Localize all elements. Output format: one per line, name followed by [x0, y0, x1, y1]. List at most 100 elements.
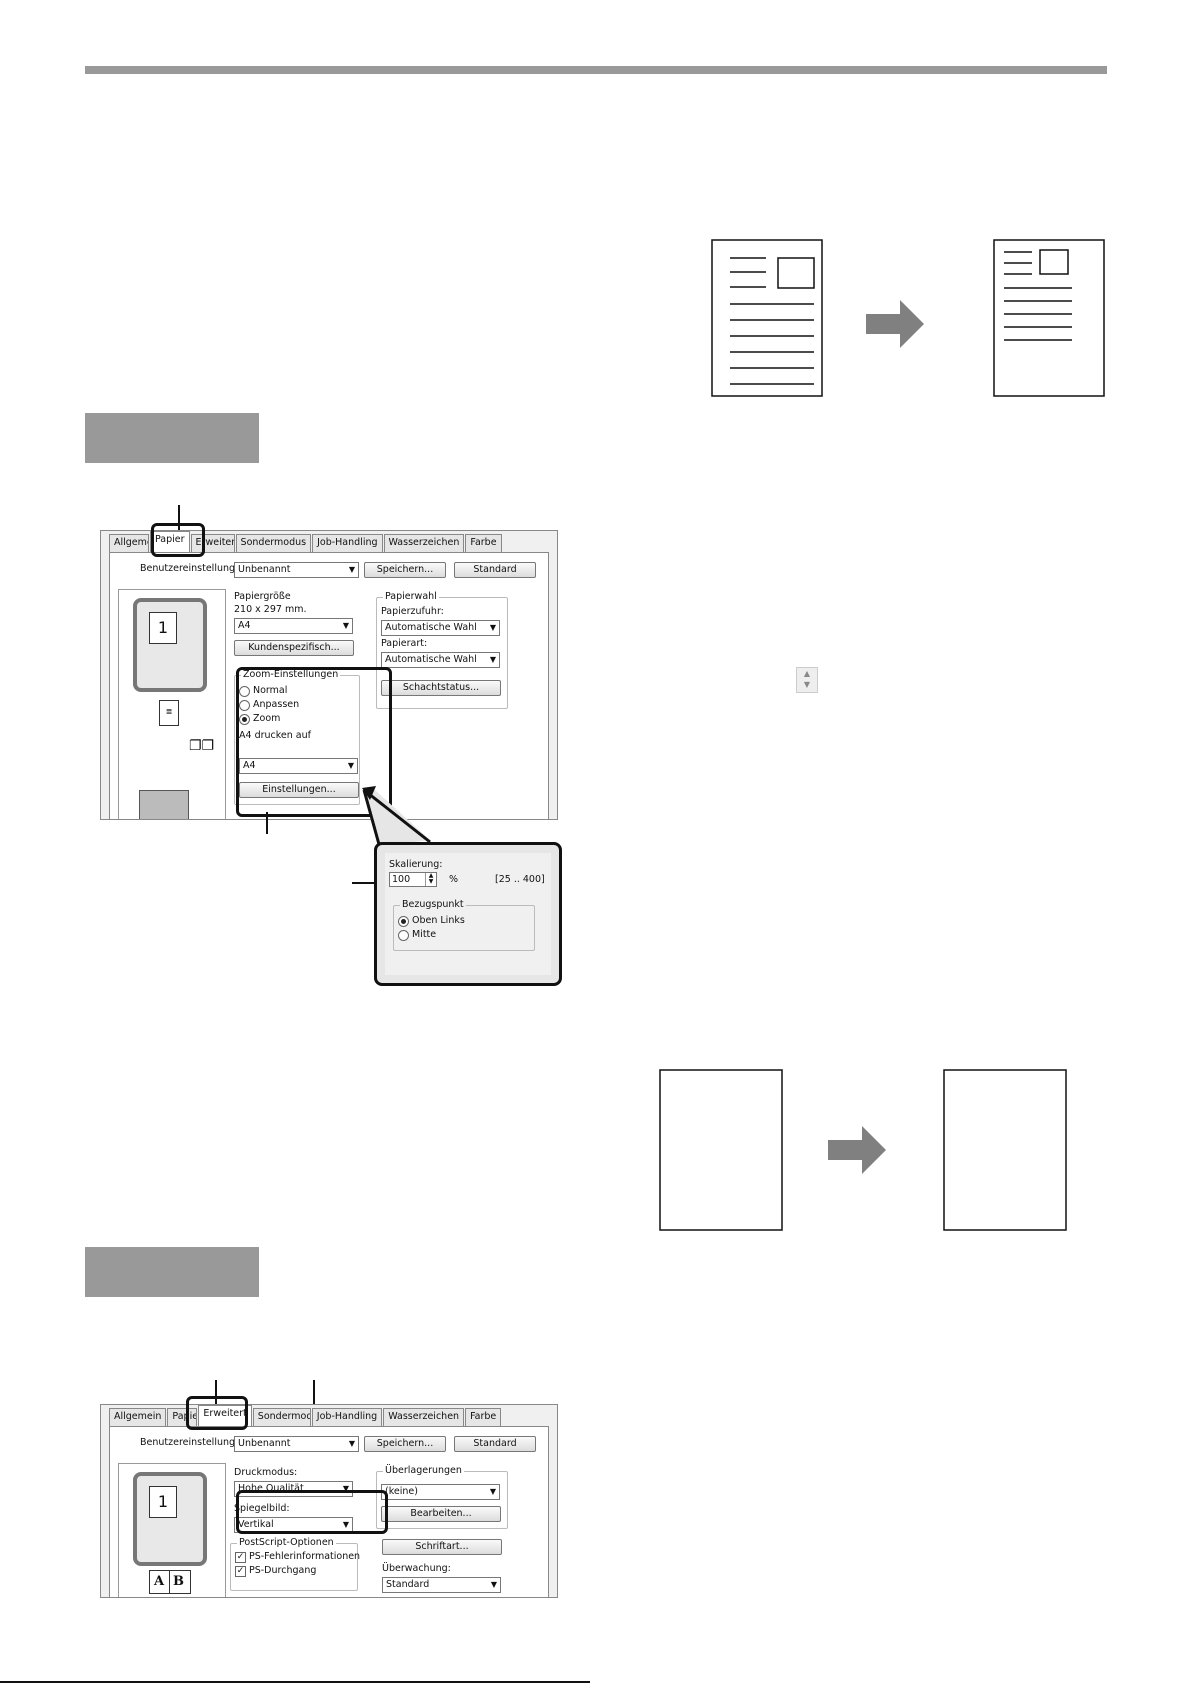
radio-oben-links-label: Oben Links [412, 915, 465, 926]
top-rule [85, 66, 1107, 74]
page-number: 1 [149, 612, 177, 644]
mirror-illustration [659, 1069, 1067, 1231]
standard-button[interactable]: Standard [454, 562, 536, 578]
tab-papier[interactable]: Papier [167, 1408, 198, 1427]
monitor-label: Überwachung: [382, 1563, 451, 1574]
tab-sondermodus[interactable]: Sondermodus [235, 534, 312, 553]
highlight-mirror-select [236, 1490, 388, 1534]
page-preview: 1 [133, 1472, 207, 1566]
spin-button-icon[interactable]: ▲▼ [425, 873, 436, 886]
preview-area: 1 A B [118, 1463, 226, 1597]
leader-line [352, 882, 376, 884]
scale-unit: % [449, 874, 459, 885]
postscript-options-label: PostScript-Optionen [237, 1537, 336, 1548]
chevron-down-icon: ▼ [348, 1439, 355, 1448]
chevron-down-icon: ▼ [342, 1484, 349, 1493]
tab-erweitert[interactable]: Erweitert [190, 534, 235, 553]
paper-size-label: Papiergröße [234, 591, 291, 602]
paper-dimensions: 210 x 297 mm. [234, 604, 307, 615]
overlay-group: Überlagerungen (keine)▼ Bearbeiten... [376, 1465, 508, 1529]
tab-allgemein[interactable]: Allgemein [109, 1408, 167, 1427]
standard-button[interactable]: Standard [454, 1436, 536, 1452]
paper-select-label: Papierwahl [383, 591, 439, 602]
right-arrow-icon [866, 300, 924, 348]
highlight-erweitert-tab [186, 1396, 248, 1430]
chevron-down-icon: ▼ [347, 761, 354, 770]
print-mode-select[interactable]: Hohe Qualität▼ [234, 1481, 353, 1497]
tab-panel: Benutzereinstellungen: Unbenannt▼ Speich… [109, 552, 549, 819]
chevron-down-icon: ▼ [342, 621, 349, 630]
chevron-down-icon: ▼ [489, 623, 496, 632]
paper-type-select[interactable]: Automatische Wahl▼ [381, 652, 500, 668]
right-arrow-icon [828, 1126, 886, 1174]
tab-farbe[interactable]: Farbe [465, 1408, 502, 1427]
tab-erweitert[interactable]: Erweitert [198, 1405, 252, 1427]
tab-sondermodus[interactable]: Sondermodus [252, 1408, 311, 1427]
settings-select[interactable]: Unbenannt▼ [234, 562, 359, 578]
printer-icon [139, 790, 189, 819]
ps-passthrough-checkbox[interactable]: ✓ [235, 1566, 246, 1577]
chevron-down-icon: ▼ [490, 1580, 497, 1589]
tray-status-button[interactable]: Schachtstatus... [381, 680, 501, 696]
chevron-down-icon: ▼ [342, 1520, 349, 1529]
font-button[interactable]: Schriftart... [382, 1539, 502, 1555]
radio-zoom[interactable] [239, 714, 250, 725]
save-button[interactable]: Speichern... [364, 562, 446, 578]
custom-size-button[interactable]: Kundenspezifisch... [234, 640, 354, 656]
tab-strip: Allgemein Papier Erweitert Sondermodus J… [109, 1405, 502, 1427]
reduced-page-icon [993, 239, 1105, 397]
tab-wasserzeichen[interactable]: Wasserzeichen [383, 1408, 465, 1427]
tab-wasserzeichen[interactable]: Wasserzeichen [383, 534, 465, 553]
zoom-illustration [711, 239, 1105, 397]
reference-point-group: Bezugspunkt Oben Links Mitte [393, 899, 535, 951]
callout-inner: Skalierung: 100▲▼ % [25 .. 400] Bezugspu… [385, 853, 551, 975]
radio-anpassen[interactable] [239, 700, 250, 711]
reference-point-label: Bezugspunkt [400, 899, 466, 910]
radio-anpassen-label: Anpassen [253, 699, 300, 710]
radio-normal[interactable] [239, 686, 250, 697]
settings-label: Benutzereinstellungen: [140, 1437, 251, 1448]
tab-farbe[interactable]: Farbe [465, 534, 502, 553]
step-box-2 [85, 1247, 259, 1297]
ps-error-checkbox[interactable]: ✓ [235, 1552, 246, 1563]
paper-tab-dialog: Allgemein Papier Erweitert Sondermodus J… [100, 530, 558, 820]
scale-input[interactable]: 100▲▼ [389, 872, 437, 887]
radio-normal-label: Normal [253, 685, 288, 696]
scale-label: Skalierung: [389, 859, 443, 870]
mirror-preview-icon: A B [149, 1570, 191, 1594]
original-page-icon [659, 1069, 783, 1231]
mirror-label: Spiegelbild: [234, 1503, 290, 1514]
edit-button[interactable]: Bearbeiten... [381, 1506, 501, 1522]
radio-zoom-label: Zoom [253, 713, 281, 724]
radio-mitte[interactable] [398, 930, 409, 941]
paper-size-select[interactable]: A4▼ [234, 618, 353, 634]
leader-line [178, 505, 180, 531]
overlay-select[interactable]: (keine)▼ [381, 1484, 500, 1500]
tab-job-handling[interactable]: Job-Handling [311, 1408, 383, 1427]
radio-oben-links[interactable] [398, 916, 409, 927]
chevron-down-icon: ▼ [489, 1487, 496, 1496]
print-on-select[interactable]: A4▼ [239, 758, 358, 774]
tab-papier[interactable]: Papier [150, 531, 190, 553]
tab-strip: Allgemein Papier Erweitert Sondermodus J… [109, 531, 503, 553]
copies-icon: ❐❐ [189, 738, 215, 754]
zoom-settings-button[interactable]: Einstellungen... [239, 782, 359, 798]
ps-passthrough-label: PS-Durchgang [249, 1565, 317, 1576]
advanced-tab-dialog: Allgemein Papier Erweitert Sondermodus J… [100, 1404, 558, 1598]
tab-job-handling[interactable]: Job-Handling [312, 534, 383, 553]
leader-line [215, 1380, 217, 1404]
letter-a: A [154, 1574, 165, 1589]
chevron-down-icon: ▼ [489, 655, 496, 664]
radio-mitte-label: Mitte [412, 929, 437, 940]
settings-select[interactable]: Unbenannt▼ [234, 1436, 359, 1452]
zoom-settings-label: Zoom-Einstellungen [241, 669, 341, 680]
monitor-select[interactable]: Standard▼ [382, 1577, 501, 1593]
save-button[interactable]: Speichern... [364, 1436, 446, 1452]
page-number: 1 [149, 1486, 177, 1518]
zoom-settings-group: Zoom-Einstellungen Normal Anpassen Zoom … [234, 669, 360, 805]
callout-pointer [362, 786, 431, 849]
paper-feed-select[interactable]: Automatische Wahl▼ [381, 620, 500, 636]
tab-allgemein[interactable]: Allgemein [109, 534, 149, 553]
mirror-select[interactable]: Vertikal▼ [234, 1517, 353, 1533]
print-mode-label: Druckmodus: [234, 1467, 298, 1478]
